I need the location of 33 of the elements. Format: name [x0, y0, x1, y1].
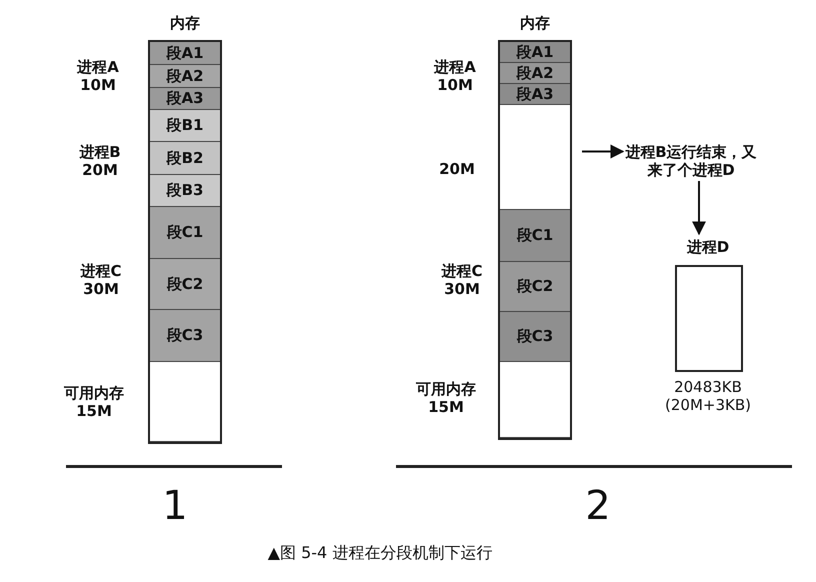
process-label: 进程B 20M	[78, 143, 122, 179]
column-heading: 内存	[169, 14, 201, 33]
memory-segment: 段A1	[150, 42, 220, 65]
memory-segment: 段B2	[150, 142, 220, 175]
panel-number: 1	[161, 485, 189, 528]
figure-caption: ▲图 5-4 进程在分段机制下运行	[266, 544, 494, 562]
memory-segment: 段A2	[150, 65, 220, 88]
process-heading: 进程D	[686, 238, 730, 257]
memory-segment: 段B3	[150, 175, 220, 207]
memory-segment: 段C2	[150, 259, 220, 310]
memory-segment: 段C2	[500, 262, 570, 312]
memory-segment: 段B1	[150, 110, 220, 142]
arrow	[692, 181, 706, 236]
arrow	[582, 144, 624, 158]
column-heading: 内存	[519, 14, 551, 33]
memory-segment: 段A2	[500, 63, 570, 84]
process-label: 可用内存 15M	[415, 380, 477, 416]
note-text: 进程B运行结束，又来了个进程D	[625, 143, 757, 179]
memory-segment: 段A3	[500, 84, 570, 105]
process-label: 可用内存 15M	[63, 384, 125, 420]
panel-number: 2	[584, 485, 612, 528]
process-label: 进程A 10M	[432, 58, 477, 94]
process-label: 进程C 30M	[440, 262, 484, 298]
size-caption: 20483KB (20M+3KB)	[664, 378, 752, 414]
memory-segment: 段A1	[500, 42, 570, 63]
memory-segment: 段A3	[150, 88, 220, 110]
process-label: 进程C 30M	[79, 262, 122, 298]
size-label: 20M	[438, 160, 476, 178]
memory-segment: 段C1	[150, 207, 220, 259]
memory-segment: 段C3	[500, 312, 570, 362]
memory-segment: 段C1	[500, 210, 570, 262]
process-label: 进程A 10M	[76, 58, 120, 94]
memory-segment: 段C3	[150, 310, 220, 362]
